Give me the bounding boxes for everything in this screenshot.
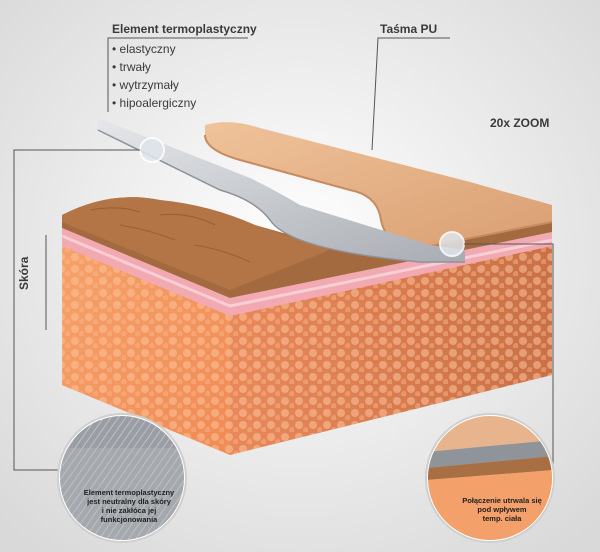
property-item: trwały <box>112 58 196 76</box>
right-circle-caption: Połączenie utrwala się pod wpływem temp.… <box>444 496 560 523</box>
zoom-circle-tape <box>425 413 555 543</box>
caption-line: jest neutralny dla skóry <box>87 497 171 506</box>
caption-line: i nie zakłóca jej <box>101 506 157 515</box>
epidermis-surface <box>62 197 552 298</box>
left-circle-caption: Element termoplastyczny jest neutralny d… <box>78 488 180 524</box>
caption-line: funkcjonowania <box>100 515 158 524</box>
property-item: wytrzymały <box>112 76 196 94</box>
caption-line: Połączenie utrwala się <box>462 496 542 505</box>
skin-label: Skóra <box>17 256 31 290</box>
thermoplastic-element-title: Element termoplastyczny <box>112 22 257 36</box>
zoom-label: 20x ZOOM <box>490 116 550 130</box>
element-properties-list: elastyczny trwały wytrzymały hipoalergic… <box>112 40 197 112</box>
property-item: hipoalergiczny <box>112 94 197 112</box>
caption-line: Element termoplastyczny <box>83 488 175 497</box>
caption-line: temp. ciała <box>482 514 522 523</box>
thermoplastic-element <box>97 118 465 263</box>
pu-tape-label: Taśma PU <box>380 22 438 36</box>
property-item: elastyczny <box>112 40 196 58</box>
zoom-circle-element <box>57 413 187 543</box>
marker-bubble-left <box>139 137 165 163</box>
caption-line: pod wpływem <box>477 505 527 514</box>
marker-bubble-right <box>439 231 465 257</box>
